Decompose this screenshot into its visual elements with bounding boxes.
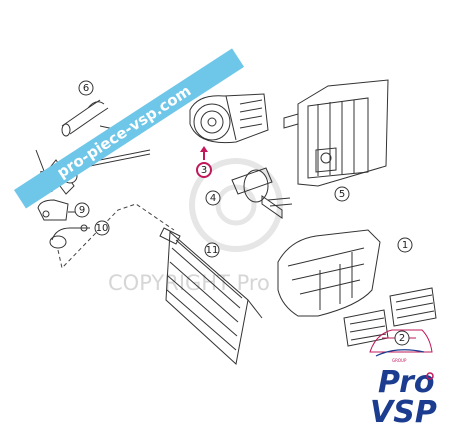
- side-vent-left: [343, 309, 389, 347]
- callout-circle: [204, 242, 220, 258]
- callout-label: 10: [96, 223, 109, 234]
- callout-label: 6: [83, 83, 89, 94]
- callout-circle: [205, 190, 221, 206]
- callout-circle: [397, 237, 413, 253]
- brand-logo: GROUP Pro VSP: [370, 349, 437, 430]
- logo-line1: Pro: [378, 365, 434, 400]
- callout-circle: [196, 162, 212, 178]
- callout-10: 10: [94, 220, 110, 236]
- callout-circle: [334, 186, 350, 202]
- callout-circle: [74, 202, 90, 218]
- logo-accent-dot: [426, 372, 434, 380]
- callout-label: 2: [399, 333, 405, 344]
- callout-6: 6: [78, 80, 94, 96]
- heater-radiator: [283, 79, 389, 187]
- copyright-watermark: COPYRIGHT Pro: [108, 158, 283, 295]
- logo-tag: GROUP: [392, 358, 407, 363]
- callout-label: 9: [79, 205, 85, 216]
- highlight-arrowhead: [200, 146, 208, 152]
- website-banner: pro-piece-vsp.com: [14, 48, 245, 209]
- callout-circle: [78, 80, 94, 96]
- banner-text: pro-piece-vsp.com: [54, 82, 195, 182]
- callout-label: 5: [339, 189, 345, 200]
- logo-line2: VSP: [370, 395, 437, 430]
- callout-label: 4: [210, 193, 216, 204]
- callout-9: 9: [74, 202, 90, 218]
- callout-4: 4: [205, 190, 221, 206]
- air-duct: [277, 229, 381, 317]
- callout-1: 1: [397, 237, 413, 253]
- blower-fan: [189, 93, 269, 144]
- side-vent-right: [389, 287, 437, 327]
- callout-circle: [394, 330, 410, 346]
- cabin-filter: [159, 227, 263, 365]
- watermark-text: COPYRIGHT Pro: [108, 271, 270, 295]
- callout-5: 5: [334, 186, 350, 202]
- callout-label: 1: [402, 240, 408, 251]
- callout-circle: [94, 220, 110, 236]
- blower-motor: [231, 167, 293, 219]
- callout-label: 3: [201, 165, 207, 176]
- callout-11: 11: [204, 242, 220, 258]
- assembly-dashed-line: [57, 203, 175, 270]
- callout-3: 3: [196, 162, 212, 178]
- callout-label: 11: [206, 245, 219, 256]
- banner-ribbon: [14, 48, 245, 209]
- callout-2: 2: [394, 330, 410, 346]
